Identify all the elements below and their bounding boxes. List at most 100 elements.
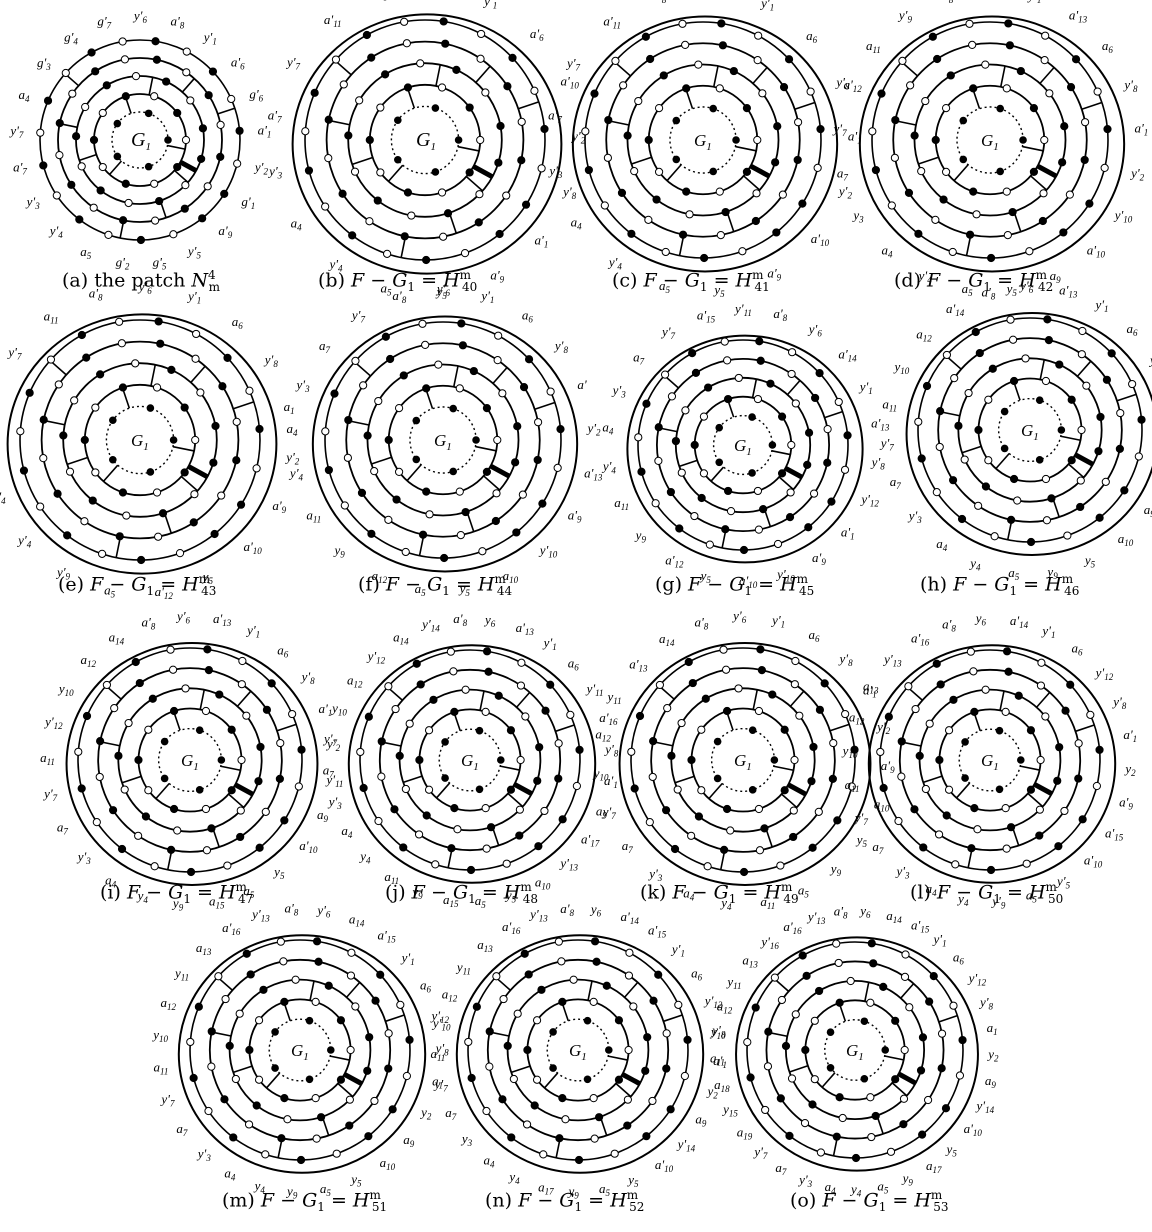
vertex [786,1132,793,1139]
vertex-label: y11 [725,974,741,991]
vertex [868,940,875,947]
vertex-label: y15 [721,1102,738,1119]
vertex [867,999,874,1006]
caption-expr: F − G [822,1189,878,1211]
vertex [799,952,806,959]
vertex [803,972,810,979]
vertex-label: a'8 [834,904,848,921]
vertex [901,973,908,980]
spoke-1 [892,1083,907,1096]
spoke-5 [789,1066,807,1072]
vertex [901,1046,908,1053]
vertex-label: y'8 [978,995,994,1012]
vertex-label: y2 [986,1047,999,1064]
vertex-label: a19 [737,1124,753,1141]
vertex [959,1036,966,1043]
vertex-label: a1 [987,1020,998,1037]
thick-edge [899,1074,916,1083]
vertex [811,1076,818,1083]
vertex [887,1148,894,1155]
vertex [956,1072,963,1079]
vertex [917,1067,924,1074]
vertex [900,1095,907,1102]
vertex [839,1114,846,1121]
vertex [881,1046,889,1054]
vertex-label: a13 [742,952,758,969]
vertex [861,1017,869,1025]
vertex-label: a6 [953,949,965,966]
vertex [870,960,877,967]
caption-o: (o) F − G1 = Hm53 [790,1188,949,1214]
vertex [902,951,909,958]
vertex [924,1096,931,1103]
vertex-label: a'16 [783,919,802,936]
vertex [938,1030,945,1037]
vertex-label: y5 [945,1141,958,1158]
vertex-label: y'14 [975,1098,995,1115]
vertex-label: a14 [886,908,902,925]
spoke-11 [939,1016,957,1022]
vertex-label: y'16 [759,934,779,951]
vertex-label: a'15 [911,917,930,934]
vertex [900,1121,907,1128]
vertex [777,1095,784,1102]
vertex-label: a9 [985,1073,997,1090]
vertex [836,1094,843,1101]
vertex [782,1042,789,1049]
vertex [752,1004,759,1011]
caption-eq: = H [892,1189,931,1211]
vertex [868,1133,875,1140]
vertex-label: y'12 [967,971,987,988]
vertex [827,1028,835,1036]
vertex-label: y10 [709,1024,726,1041]
vertex [833,1133,840,1140]
vertex [926,998,933,1005]
vertex [892,1017,899,1024]
vertex-label: a7 [775,1160,787,1177]
vertex [942,1105,949,1112]
vertex [919,1034,926,1041]
spoke-4 [822,1073,835,1088]
vertex [801,1119,808,1126]
vertex [816,987,823,994]
spoke-0 [885,1056,904,1060]
vertex-label: y'3 [797,1172,813,1189]
vertex [847,977,854,984]
vertex [811,1017,818,1024]
vertex-label: y'1 [932,931,947,948]
vertex-label: y6 [858,903,871,920]
center-label: G1 [846,1041,864,1063]
vertex [892,1076,899,1083]
spoke-10 [901,984,914,999]
vertex [861,1075,869,1083]
vertex [880,983,887,990]
spoke-9 [865,982,869,1001]
vertex-label: y9 [901,1171,914,1188]
vertex-label: a17 [926,1158,942,1175]
vertex [778,996,785,1003]
vertex [764,1063,771,1070]
vertex [930,973,937,980]
vertex [744,1038,751,1045]
vertex [802,1046,809,1053]
caption-prefix: (o) [790,1189,816,1211]
vertex-label: a'10 [964,1121,983,1138]
vertex-label: a18 [714,1077,730,1094]
vertex [771,974,778,981]
vertex [836,999,843,1006]
vertex [817,1149,824,1156]
vertex [792,1011,799,1018]
vertex [762,1106,769,1113]
vertex-label: a12 [717,998,733,1015]
vertex [867,1094,874,1101]
vertex [747,1074,754,1081]
vertex [938,1065,945,1072]
vertex-label: a11 [710,1051,725,1068]
vertex [835,959,842,966]
vertex [906,1004,913,1011]
vertex [765,1028,772,1035]
vertex-label: y'7 [752,1144,768,1161]
vertex-label: y'13 [806,909,826,926]
vertex [833,940,840,947]
